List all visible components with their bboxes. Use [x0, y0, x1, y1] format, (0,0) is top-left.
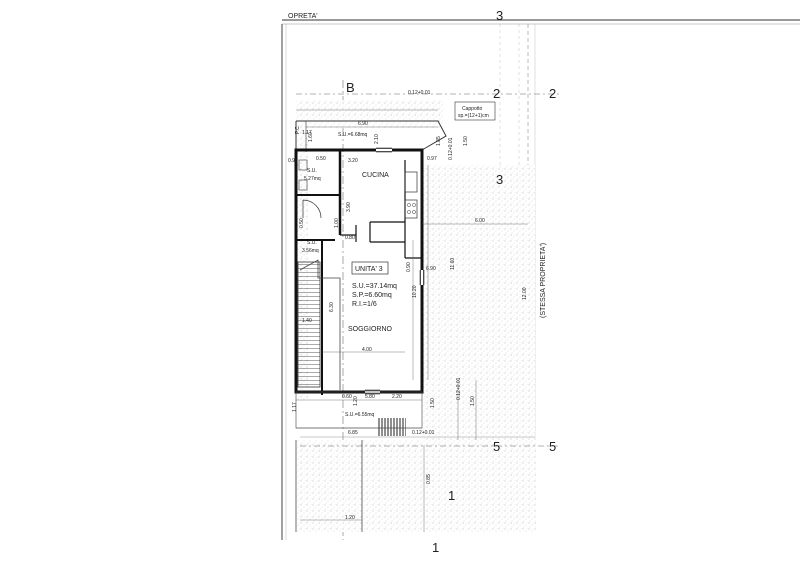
area-bath-2: 5.27mq: [304, 176, 321, 182]
door-swing: [302, 199, 322, 219]
dim-012-top: 0.12+0.01: [408, 90, 431, 96]
dim-1200: 12.00: [522, 287, 528, 300]
dim-210: 2.10: [374, 134, 380, 144]
pc-label: P.C.: [295, 125, 301, 134]
dim-097: 0.97: [427, 156, 437, 162]
unit-sp: S.P.=6.60mq: [352, 292, 392, 299]
grid-marker-2-right: 2: [549, 86, 556, 101]
side-label: (STESSA PROPRIETA'): [540, 243, 547, 318]
dim-012-bottom: 0.12+0.01: [412, 430, 435, 436]
sink-icon: [404, 171, 418, 193]
dim-100: 1.00: [334, 218, 340, 228]
dim-685: 6.85: [348, 430, 358, 436]
dim-117: 1.17: [292, 402, 298, 412]
dim-085: 0.85: [426, 474, 432, 484]
dim-600: 6.00: [475, 218, 485, 224]
dim-050b: 0.50: [299, 218, 305, 228]
dim-690v: 6.90: [426, 266, 436, 272]
dim-320: 3.20: [348, 158, 358, 164]
dim-150b: 1.50: [430, 398, 436, 408]
header-title-fragment: OPRETA': [288, 13, 318, 20]
grid-marker-3-mid: 3: [496, 172, 503, 187]
area-closet-1: S.U.: [307, 240, 317, 246]
area-bath-1: S.U.: [307, 168, 317, 174]
dim-060: 0.60: [342, 394, 352, 400]
dim-120b: 1.20: [353, 396, 359, 406]
dim-390: 3.90: [346, 202, 352, 212]
grate: [378, 418, 406, 436]
dim-150c: 1.50: [470, 396, 476, 406]
pc-value: 1.17: [302, 130, 312, 136]
unit-su: S.U.=37.14mq: [352, 283, 397, 290]
dim-050: 0.50: [316, 156, 326, 162]
area-bottom: S.U.=6.55mq: [345, 412, 375, 418]
dim-095: 0.95: [288, 158, 298, 164]
area-closet-2: 3.56mq: [302, 248, 319, 254]
section-label-b-top: B: [346, 80, 355, 95]
grid-marker-5-right: 5: [549, 439, 556, 454]
dim-220: 2.20: [392, 394, 402, 400]
dim-1160: 11.60: [450, 258, 456, 270]
basin-icon: [298, 179, 308, 191]
dim-150a: 1.50: [463, 136, 469, 146]
unit-name: UNITA' 3: [355, 266, 383, 273]
grid-marker-5-left: 5: [493, 439, 500, 454]
dim-012v: 0.12+0.01: [448, 137, 454, 160]
grid-marker-1-bottom: 1: [432, 540, 439, 555]
dim-120: 1.20: [345, 515, 355, 521]
room-living: SOGGIORNO: [348, 326, 393, 333]
unit-ri: R.I.=1/6: [352, 301, 377, 308]
grid-marker-3-top: 3: [496, 8, 503, 23]
dim-1020: 10.20: [412, 285, 418, 298]
cappotto-line2: sp.=(12+1)cm: [458, 113, 489, 119]
unit-label-box: [351, 261, 389, 275]
dim-080: 0.80: [345, 235, 355, 241]
dim-400: 4.00: [362, 347, 372, 353]
area-top: S.U.=6.68mq: [338, 132, 368, 138]
dim-012v2: 0.12+0.01: [456, 377, 462, 400]
stair: [297, 261, 321, 388]
grid-marker-1-mid: 1: [448, 488, 455, 503]
cappotto-box: [454, 101, 496, 121]
dim-630: 6.30: [329, 302, 335, 312]
dim-580: 5.80: [365, 394, 375, 400]
dim-185: 1.85: [436, 136, 442, 146]
dim-690: 6.90: [358, 121, 368, 127]
dim-140: 1.40: [302, 318, 312, 324]
stove-icon: [404, 199, 418, 219]
room-kitchen: CUCINA: [362, 172, 389, 179]
dim-160: 1.60: [308, 132, 314, 142]
toilet-icon: [298, 159, 308, 171]
grid-marker-2-left: 2: [493, 86, 500, 101]
garden-area-bottom: [296, 440, 536, 532]
cappotto-line1: Cappotto: [462, 106, 483, 112]
dim-090: 0.90: [406, 262, 412, 272]
